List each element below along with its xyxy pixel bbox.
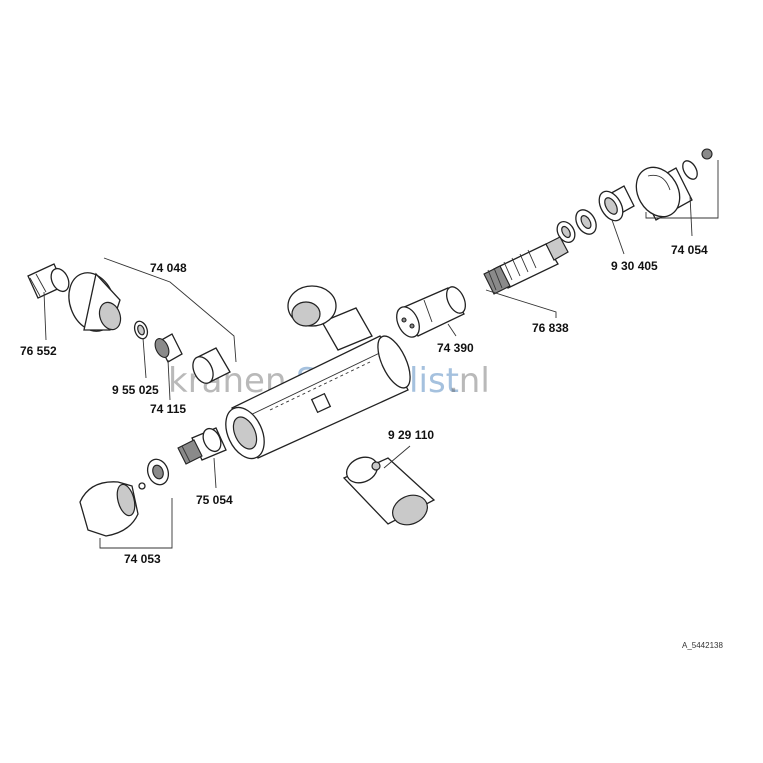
drawing-reference: A_5442138 — [682, 641, 723, 650]
label-74-054: 74 054 — [671, 243, 708, 257]
part-75-054 — [177, 427, 227, 465]
sleeve-ring — [192, 347, 231, 384]
part-76-838 — [483, 236, 569, 295]
label-74-115: 74 115 — [150, 402, 186, 416]
label-9-55-025: 9 55 025 — [112, 383, 159, 397]
label-9-30-405: 9 30 405 — [611, 259, 658, 273]
label-74-390: 74 390 — [437, 341, 474, 355]
small-ring — [556, 209, 597, 243]
label-74-048: 74 048 — [150, 261, 187, 275]
mixer-body — [225, 285, 411, 460]
part-74-115 — [154, 333, 183, 363]
label-9-29-110: 9 29 110 — [388, 428, 434, 442]
part-76-552 — [27, 263, 70, 299]
label-75-054: 75 054 — [196, 493, 233, 507]
part-labels: 76 552 74 048 9 55 025 74 115 74 390 76 … — [20, 243, 708, 566]
part-74-390 — [396, 286, 467, 338]
part-74-053 — [79, 458, 173, 549]
part-74-048 — [68, 257, 237, 363]
label-74-053: 74 053 — [124, 552, 161, 566]
leader-lines — [43, 195, 693, 489]
part-9-55-025 — [133, 320, 149, 340]
part-74-054 — [635, 148, 719, 221]
part-9-30-405 — [598, 185, 635, 222]
label-76-838: 76 838 — [532, 321, 569, 335]
part-9-29-110 — [342, 456, 436, 526]
label-76-552: 76 552 — [20, 344, 57, 358]
watermark-part3: .nl — [448, 361, 490, 401]
